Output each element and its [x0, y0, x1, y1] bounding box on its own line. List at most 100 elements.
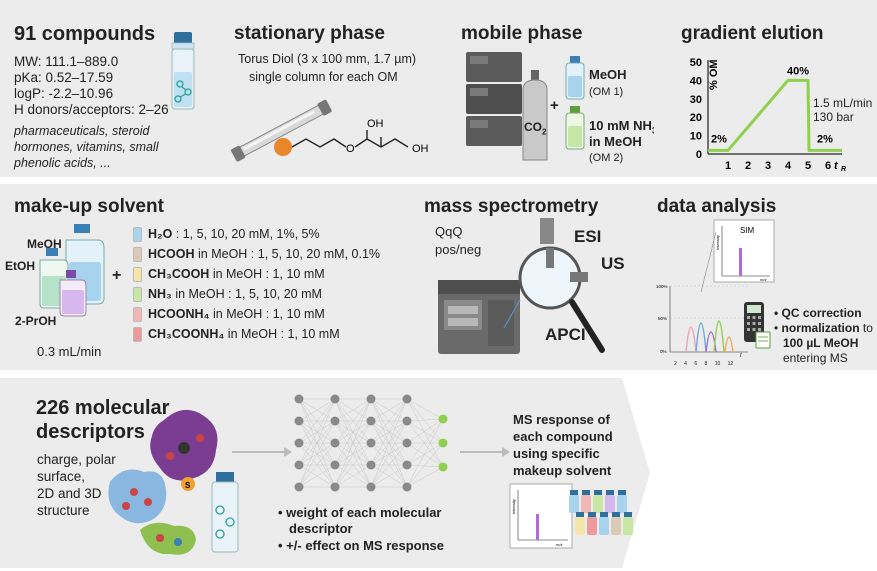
- compounds-classes-2: hormones, vitamins, small: [14, 140, 159, 154]
- response-4: makeup solvent: [513, 463, 612, 478]
- makeup-plus: +: [112, 267, 122, 284]
- om2-bottle-icon: [565, 106, 585, 150]
- makeup-etoh: EtOH: [5, 259, 35, 273]
- makeup-item-values: in MeOH : 1, 10 mM: [209, 307, 325, 321]
- gradient-xtick: 1: [725, 160, 731, 172]
- nn-node: [366, 394, 376, 404]
- nn-edge: [370, 398, 408, 466]
- makeup-meoh: MeOH: [27, 237, 62, 251]
- descriptors-bullet1-1: • weight of each molecular: [278, 505, 442, 520]
- nn-edge: [406, 418, 444, 466]
- nn-edge: [406, 418, 444, 488]
- descriptors-bullet1-2: descriptor: [289, 521, 353, 536]
- descriptors-list-2: surface,: [37, 469, 86, 484]
- ms-esi: ESI: [574, 227, 602, 246]
- solvent-bottle-icon: [133, 327, 142, 343]
- nn-edge: [406, 442, 444, 488]
- nn-edge: [334, 420, 372, 488]
- analysis-bullet2-rest: to: [859, 321, 873, 335]
- om1-label: (OM 1): [589, 86, 624, 98]
- gradient-label-start: 2%: [711, 133, 727, 145]
- nn-edge: [334, 398, 372, 466]
- compounds-mw: MW: 111.1–889.0: [14, 54, 119, 69]
- stationary-oh1: OH: [367, 118, 384, 130]
- nn-edge: [334, 398, 372, 444]
- makeup-item-name: HCOOH: [148, 247, 195, 261]
- nn-edge: [334, 398, 372, 488]
- solvent-bottle-icon: [133, 247, 142, 263]
- stationary-title: stationary phase: [234, 23, 385, 44]
- makeup-item-name: CH₃COONH₄: [148, 327, 225, 341]
- makeup-proh: 2-PrOH: [15, 314, 57, 328]
- nn-edge: [334, 442, 372, 488]
- response-1: MS response of: [513, 412, 610, 427]
- arrow-right-icon: [232, 447, 292, 457]
- chromatogram-pct0: 0%: [660, 349, 667, 354]
- chromatogram-icon: 100% 50% 0%: [656, 231, 748, 354]
- gradient-ytick: 20: [690, 112, 702, 124]
- makeup-title: make-up solvent: [14, 196, 164, 217]
- sfc-instrument-icon: [466, 52, 522, 146]
- sim-spectrum-inset: SIM Intensity m/z: [713, 219, 775, 283]
- analysis-bullet1-text: QC correction: [781, 306, 862, 320]
- solvent-bottle-icon: [133, 307, 142, 323]
- nn-node: [402, 460, 412, 470]
- nn-edge: [406, 420, 444, 468]
- gradient-xtick: 2: [745, 160, 751, 172]
- nn-edge: [406, 420, 444, 444]
- nn-edge: [406, 466, 444, 488]
- nn-edge: [370, 464, 408, 488]
- response-3: using specific: [513, 446, 600, 461]
- descriptors-list-4: structure: [37, 503, 90, 518]
- mobile-co2: CO2: [524, 119, 546, 140]
- response-2: each compound: [513, 429, 613, 444]
- makeup-item: HCOOH in MeOH : 1, 5, 10, 20 mM, 0.1%: [133, 247, 381, 263]
- vial-rack-icon: [569, 490, 633, 535]
- stationary-o: O: [346, 143, 355, 155]
- nn-edge: [406, 398, 444, 444]
- sim-y-label: Intensity: [715, 235, 720, 250]
- nn-node: [402, 482, 412, 492]
- nn-node: [330, 460, 340, 470]
- nn-edge: [406, 418, 444, 422]
- arrow-right-icon-2: [460, 447, 510, 457]
- nn-node: [294, 460, 304, 470]
- solvent-bottle-icon: [133, 227, 142, 243]
- nn-edge: [298, 420, 336, 488]
- nn-node: [402, 416, 412, 426]
- om1-bottle-icon: [565, 56, 585, 100]
- nn-edge: [406, 418, 444, 444]
- nn-output-node: [438, 462, 448, 472]
- makeup-item: CH₃COOH in MeOH : 1, 10 mM: [133, 267, 325, 283]
- nn-edge: [406, 398, 444, 420]
- gradient-xlabel-sub: R: [841, 166, 846, 173]
- gradient-xtick: 5: [805, 160, 811, 172]
- compounds-pka: pKa: 0.52–17.59: [14, 70, 114, 85]
- makeup-item-name: H₂O: [148, 227, 173, 241]
- analysis-bullet2: • normalization to: [774, 321, 873, 335]
- nn-edge: [370, 398, 408, 488]
- stationary-oh2: OH: [412, 143, 429, 155]
- makeup-bottles-icon: [39, 224, 105, 317]
- xtick-0: 2: [674, 361, 677, 367]
- response-y-label: Intensity: [511, 499, 516, 514]
- calculator-icon: [744, 302, 771, 349]
- gradient-xtick: 4: [785, 160, 792, 172]
- analysis-bullet3: 100 µL MeOH: [783, 336, 859, 350]
- makeup-item-values: in MeOH : 1, 5, 10, 20 mM, 0.1%: [194, 247, 381, 261]
- ion-source-magnifier-icon: [503, 218, 605, 353]
- om2-name-2: in MeOH: [589, 134, 642, 149]
- nn-edge: [406, 442, 444, 466]
- compounds-hbond: H donors/acceptors: 2–26: [14, 102, 169, 117]
- descriptors-title-2: descriptors: [36, 421, 145, 443]
- mass-spectrometer-icon: [438, 280, 520, 354]
- chromatogram-pct100: 100%: [656, 284, 668, 289]
- sulfur-label: S: [185, 481, 191, 490]
- gradient-title: gradient elution: [681, 23, 824, 44]
- nn-node: [294, 482, 304, 492]
- response-x-label: m/z: [556, 542, 562, 547]
- xtick-1: 4: [684, 361, 687, 367]
- co2-sub: 2: [542, 127, 547, 137]
- nn-node: [366, 482, 376, 492]
- makeup-item: H₂O : 1, 5, 10, 20 mM, 1%, 5%: [133, 227, 320, 243]
